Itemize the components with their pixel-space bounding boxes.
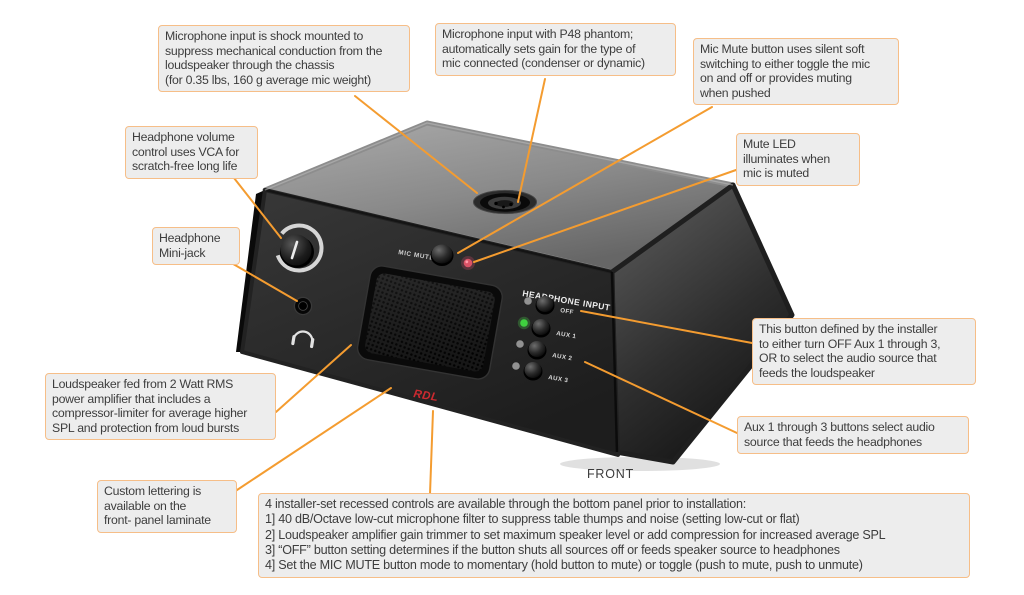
aux1-button[interactable] — [531, 319, 551, 338]
device-shadow — [560, 457, 720, 471]
callout-loudspeaker-amp: Loudspeaker fed from 2 Watt RMS power am… — [45, 373, 276, 440]
top-back-edge-highlight — [264, 122, 734, 191]
callout-volume-control: Headphone volume control uses VCA for sc… — [125, 126, 258, 179]
leader-line — [354, 95, 478, 194]
leader-line — [517, 78, 546, 203]
leader-line — [429, 410, 434, 495]
leader-line — [233, 387, 392, 493]
callout-phantom-power: Microphone input with P48 phantom; autom… — [435, 23, 676, 76]
front-caption: FRONT — [587, 467, 634, 481]
leader-line — [457, 106, 713, 254]
callout-aux-buttons: Aux 1 through 3 buttons select audio sou… — [737, 416, 969, 454]
off-button-label: OFF — [560, 307, 575, 316]
source-row-aux2: AUX 2 — [516, 340, 573, 362]
headphone-jack[interactable] — [293, 296, 313, 316]
front-right-edge — [610, 271, 619, 453]
aux2-button[interactable] — [527, 341, 547, 360]
volume-knob[interactable] — [267, 216, 330, 279]
leader-line — [473, 169, 737, 263]
callout-shock-mount: Microphone input is shock mounted to sup… — [158, 25, 410, 92]
off-button[interactable] — [535, 296, 555, 315]
leader-line — [580, 310, 753, 344]
aux1-button-label: AUX 1 — [556, 330, 577, 340]
knob-scale-ring — [274, 223, 324, 273]
source-row-aux1: AUX 1 — [517, 316, 577, 340]
source-row-off: OFF — [524, 296, 574, 316]
mic-input-socket — [473, 189, 537, 215]
headphone-icon — [291, 330, 315, 349]
aux3-button[interactable] — [523, 362, 543, 381]
leader-lines — [227, 78, 753, 495]
top-front-edge — [264, 189, 613, 273]
brand-logo: RDL — [413, 388, 440, 404]
callout-mic-mute-button: Mic Mute button uses silent soft switchi… — [693, 38, 899, 105]
mute-led — [461, 256, 475, 270]
callout-mini-jack: Headphone Mini-jack — [152, 227, 240, 265]
leader-line — [233, 177, 282, 239]
source-row-aux3: AUX 3 — [512, 362, 569, 384]
callout-off-button: This button defined by the installer to … — [752, 318, 976, 385]
leader-line — [275, 344, 352, 413]
aux2-led — [516, 340, 524, 348]
aux3-button-label: AUX 3 — [548, 374, 569, 384]
aux1-led — [520, 319, 528, 327]
leader-line — [584, 361, 738, 434]
leader-line — [227, 260, 298, 302]
callout-mute-led: Mute LED illuminates when mic is muted — [736, 133, 860, 186]
mic-mute-button[interactable] — [430, 244, 454, 267]
speaker-grille — [356, 265, 503, 380]
knob-indicator — [290, 240, 299, 260]
callout-bottom-controls: 4 installer-set recessed controls are av… — [258, 493, 970, 579]
callout-custom-lettering: Custom lettering is available on the fro… — [97, 480, 237, 533]
aux2-button-label: AUX 2 — [552, 352, 573, 362]
aux3-led — [512, 362, 520, 370]
off-led — [524, 297, 532, 305]
